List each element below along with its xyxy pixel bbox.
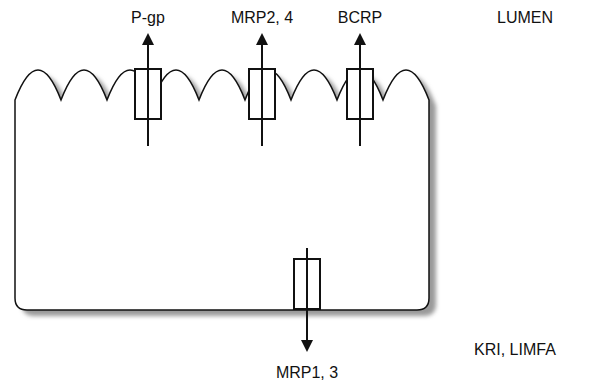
transporter-box xyxy=(248,68,276,120)
efflux-arrow xyxy=(147,45,149,146)
transporter-box xyxy=(134,68,162,120)
efflux-arrow xyxy=(261,45,263,146)
transporter-name: MRP1, 3 xyxy=(276,363,338,383)
transporter: MRP1, 3 xyxy=(276,258,338,383)
region-label: KRI, LIMFA xyxy=(474,340,556,360)
transporter-name: BCRP xyxy=(338,8,382,28)
transporter-box xyxy=(293,258,321,310)
arrow-head xyxy=(256,33,268,45)
transporter: BCRP xyxy=(338,8,382,120)
arrow-head xyxy=(142,33,154,45)
efflux-arrow xyxy=(359,45,361,146)
arrow-head xyxy=(354,33,366,45)
arrow-head xyxy=(301,340,313,352)
efflux-arrow xyxy=(306,248,308,340)
transporter: MRP2, 4 xyxy=(231,8,293,120)
region-label: LUMEN xyxy=(497,8,553,28)
transporter-box xyxy=(346,68,374,120)
transporter: P-gp xyxy=(131,8,165,120)
transporter-name: MRP2, 4 xyxy=(231,8,293,28)
transporter-name: P-gp xyxy=(131,8,165,28)
